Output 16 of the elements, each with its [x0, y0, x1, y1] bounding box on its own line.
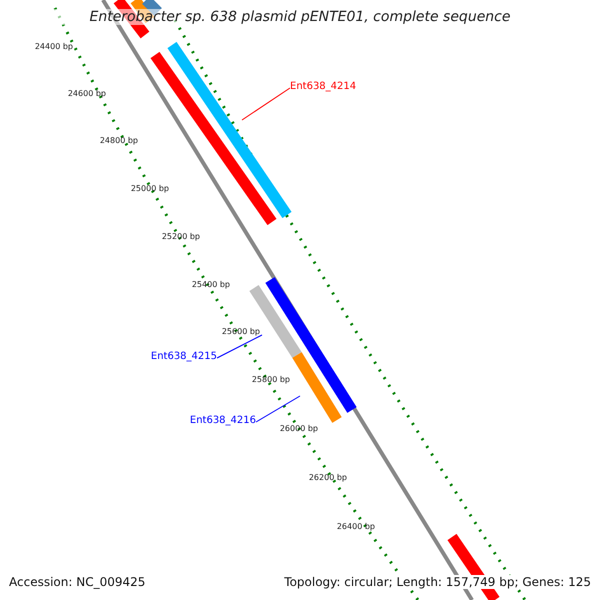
tick-label: 25200 bp	[162, 232, 200, 241]
tick-label: 24400 bp	[34, 42, 73, 51]
gene-label: Ent638_4214	[290, 81, 356, 92]
tick-label: 26400 bp	[336, 522, 375, 531]
leader-line	[216, 334, 262, 358]
tick-label: 24600 bp	[68, 89, 106, 98]
tick-label: 25600 bp	[222, 327, 260, 336]
tick-label: 26000 bp	[280, 424, 318, 433]
footer-text: Topology: circular; Length: 157,749 bp; Genes: 125	[284, 575, 591, 589]
tick-label: 26200 bp	[308, 473, 347, 482]
footer-text: Accession: NC_009425	[9, 575, 146, 589]
leader-line	[256, 396, 300, 422]
gene-label: Ent638_4216	[190, 415, 256, 426]
leader-line	[242, 88, 290, 120]
tick-label: 25000 bp	[130, 184, 169, 193]
gene-label: Ent638_4215	[150, 351, 217, 362]
